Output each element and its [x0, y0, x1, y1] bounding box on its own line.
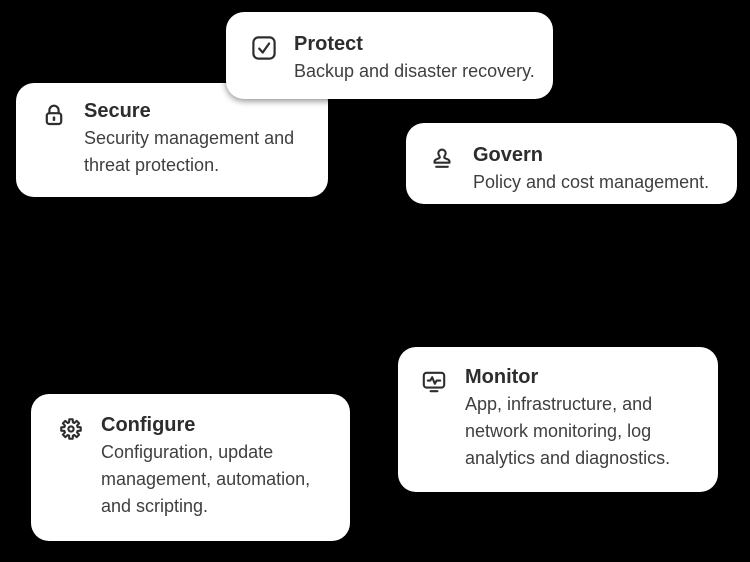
card-title: Monitor — [465, 366, 539, 388]
card-description: Backup and disaster recovery. — [294, 61, 535, 81]
card-text: Secure Security management and threat pr… — [84, 98, 294, 179]
card-text: Configure Configuration, update manageme… — [101, 412, 310, 520]
card-description: Configuration, update management, automa… — [101, 442, 311, 516]
card-title: Protect — [294, 33, 363, 55]
card-title: Configure — [101, 414, 196, 436]
stamp-icon — [428, 145, 456, 173]
card-govern: Govern Policy and cost management. — [406, 123, 737, 204]
card-configure: Configure Configuration, update manageme… — [31, 394, 350, 541]
checkbox-check-icon — [250, 34, 278, 62]
card-description: Security management and threat protectio… — [84, 128, 295, 175]
card-text: Govern Policy and cost management. — [473, 142, 709, 196]
lock-icon — [40, 101, 68, 129]
card-secure: Secure Security management and threat pr… — [16, 83, 328, 197]
card-title: Secure — [84, 100, 151, 122]
card-text: Monitor App, infrastructure, and network… — [465, 364, 670, 472]
card-description: App, infrastructure, and network monitor… — [465, 394, 671, 468]
card-text: Protect Backup and disaster recovery. — [294, 31, 535, 85]
card-monitor: Monitor App, infrastructure, and network… — [398, 347, 718, 492]
gear-icon — [57, 415, 85, 443]
card-title: Govern — [473, 144, 544, 166]
card-protect: Protect Backup and disaster recovery. — [226, 12, 553, 99]
card-description: Policy and cost management. — [473, 172, 710, 192]
monitor-pulse-icon — [420, 367, 448, 395]
